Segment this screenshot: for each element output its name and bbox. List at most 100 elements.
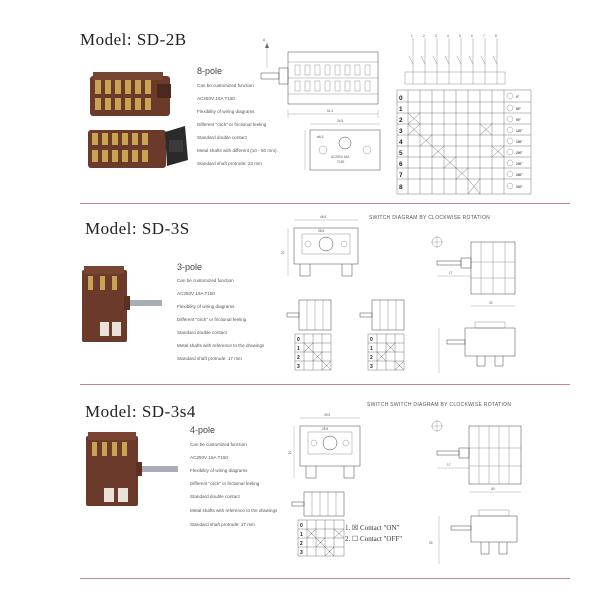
rating-label: T150 [337, 160, 344, 164]
wiring-grid-sd-3s-a: 0 1 2 3 [286, 299, 332, 371]
feature-item: Can be customized function [190, 442, 247, 447]
dimension-label: 46.5 [320, 215, 326, 219]
position-angle: 90° [516, 118, 522, 122]
side-view-drawing-sd-3s: 17 30 [431, 236, 516, 373]
rating-label: AC250V 16A [331, 155, 350, 159]
dimension-label: ø6.5 [317, 135, 324, 139]
dimension-label: 17 [447, 463, 451, 467]
dimension-label: 17 [449, 271, 453, 275]
diagram-caption: SWITCH SWITCH DIAGRAM BY CLOCKWISE ROTAT… [367, 402, 512, 408]
row-label: 7 [399, 172, 403, 179]
row-label: 1 [300, 532, 303, 538]
dimension-label: 51.3 [327, 109, 333, 113]
position-angle: 0° [516, 95, 520, 99]
wiring-grid-sd-3s-b: 0 1 2 3 [359, 299, 405, 371]
column-label: 5 [459, 34, 461, 38]
front-view-drawing-sd-3s: 46.5 28.5 22 [281, 215, 359, 277]
row-label: 0 [399, 95, 403, 102]
position-angle: 280° [516, 173, 523, 177]
wiring-grid-sd-3s4: 0 1 2 3 [291, 491, 345, 557]
diagram-caption: SWITCH DIAGRAM BY CLOCKWISE ROTATION [369, 215, 491, 221]
feature-item: AC250V 16A T150 [197, 96, 235, 101]
feature-item: Metal shafts with reference to the drawi… [177, 343, 265, 348]
model-title-sd-2b: Model: SD-2B [80, 30, 187, 49]
dimension-label: 49.5 [324, 413, 330, 417]
column-label: 1 [411, 34, 413, 38]
row-label: 3 [399, 128, 403, 135]
feature-item: Standard shaft protrude: 23 mm [197, 161, 262, 166]
legend-item-off: 2. ☐ Contact "OFF" [345, 535, 402, 543]
dimension-label: 28.5 [318, 229, 324, 233]
row-label: 1 [370, 346, 373, 352]
row-label: 0 [370, 337, 373, 343]
column-label: 2 [423, 34, 425, 38]
feature-item: Flexibility of wiring diagrams [177, 304, 235, 309]
feature-item: AC250V 16A T150 [177, 291, 215, 296]
position-angle: 120° [516, 129, 523, 133]
row-label: 3 [300, 550, 303, 556]
row-label: 2 [300, 541, 303, 547]
legend-text: Contact "ON" [360, 524, 400, 532]
contact-on-icon: ☒ [352, 524, 359, 532]
dimension-label: 22 [288, 451, 292, 455]
feature-item: Different "click" or frictional feeling [197, 122, 267, 127]
legend-item-on: 1. ☒ Contact "ON" [345, 524, 399, 532]
column-label: 6 [471, 34, 473, 38]
row-label: 8 [399, 184, 403, 191]
dimension-label: 22 [281, 251, 285, 255]
row-label: 2 [370, 355, 373, 361]
feature-item: Standard shaft protrude: 17 mm [177, 356, 242, 361]
row-label: 1 [399, 106, 403, 113]
product-photo-sd-3s [82, 266, 162, 342]
model-title-sd-3s4: Model: SD-3s4 [85, 402, 196, 421]
feature-item: Flexibility of wiring diagrams [190, 468, 248, 473]
row-label: 4 [399, 139, 403, 146]
column-label: 4 [447, 34, 449, 38]
pole-title: 8-pole [197, 66, 223, 76]
product-photo-sd-3s4 [86, 432, 178, 506]
column-label: 8 [495, 34, 497, 38]
legend-number: 1. [345, 524, 351, 532]
feature-item: Standard double contact [190, 494, 240, 499]
model-title-sd-3s: Model: SD-3S [85, 219, 190, 238]
feature-item: Metal shafts with reference to the drawi… [190, 508, 278, 513]
feature-item: Standard double contact [177, 330, 227, 335]
pole-title: 4-pole [190, 425, 216, 435]
section-divider [80, 384, 570, 385]
legend-text: Contact "OFF" [360, 535, 403, 543]
feature-item: Metal shafts with different (10 - 50 mm)… [197, 148, 278, 153]
row-label: 3 [297, 364, 300, 370]
feature-item: Can be customized function [197, 83, 254, 88]
section-divider [80, 578, 570, 579]
dimension-label: 30 [489, 301, 493, 305]
pole-title: 3-pole [177, 262, 203, 272]
side-view-drawing-sd-3s4: 17 40 25 [429, 420, 522, 564]
row-label: 0 [300, 523, 303, 529]
technical-drawing-sd-2b: 51.3 A AC250V 16A T150 34.5 ø6.5 [260, 38, 381, 171]
row-label: 5 [399, 150, 403, 157]
section-divider [80, 203, 570, 204]
dimension-label: 28.5 [322, 427, 328, 431]
dimension-label: 25 [429, 541, 433, 545]
row-label: 0 [297, 337, 300, 343]
column-label: 3 [435, 34, 437, 38]
row-label: 6 [399, 161, 403, 168]
row-label: 2 [297, 355, 300, 361]
row-label: 2 [399, 117, 403, 124]
switch-diagram-sd-2b: 1 2 3 4 5 6 7 8 0 1 2 3 4 [396, 34, 532, 195]
position-angle: 150° [516, 140, 523, 144]
dimension-label: 34.5 [337, 119, 343, 123]
position-angle: 240° [516, 162, 523, 166]
front-view-drawing-sd-3s4: 49.5 28.5 22 [288, 413, 361, 479]
feature-item: Flexibility of wiring diagrams [197, 109, 255, 114]
row-label: 3 [370, 364, 373, 370]
dimension-label: 40 [491, 487, 495, 491]
product-photo-sd-2b [88, 72, 188, 168]
position-angle: 60° [516, 107, 522, 111]
column-label: 7 [483, 34, 485, 38]
feature-item: Can be customized function [177, 278, 234, 283]
feature-item: AC250V 16A T150 [190, 455, 228, 460]
legend-number: 2. [345, 535, 351, 543]
feature-item: Different "click" or frictional feeling [190, 481, 260, 486]
row-label: 1 [297, 346, 300, 352]
